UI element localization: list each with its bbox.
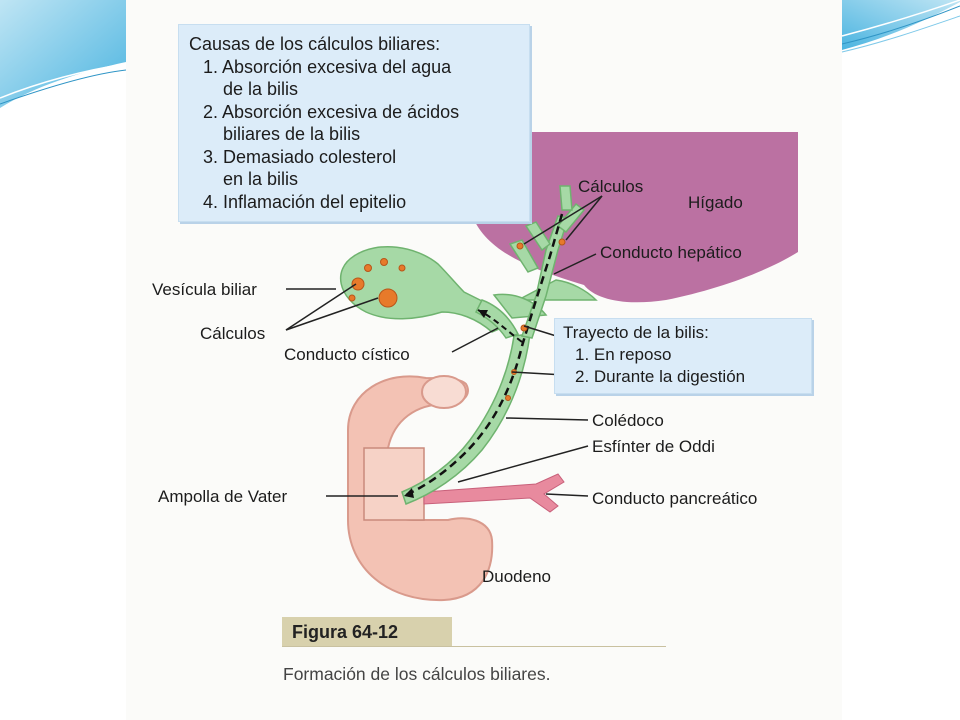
bile-path-item: 2. Durante la digestión (575, 367, 746, 386)
causes-item: 2. Absorción excesiva de ácidos (203, 101, 460, 122)
figure-number-label: Figura 64-12 (282, 617, 452, 647)
label-duodeno: Duodeno (482, 567, 552, 586)
bile-path-box: Trayecto de la bilis: 1. En reposo 2. Du… (554, 318, 812, 394)
right-swoosh-decoration (841, 0, 960, 53)
bile-duct-tree (339, 185, 598, 505)
label-calculos-vesicula: Cálculos (200, 324, 266, 343)
causes-title: Causas de los cálculos biliares: (189, 34, 441, 54)
label-vesicula-biliar: Vesícula biliar (152, 280, 257, 299)
causes-item: biliares de la bilis (223, 124, 361, 144)
bile-path-title: Trayecto de la bilis: (563, 323, 709, 342)
label-higado: Hígado (688, 193, 743, 212)
gallstones (348, 238, 566, 401)
label-conducto-cistico: Conducto cístico (284, 345, 410, 364)
label-leader-lines (285, 195, 603, 497)
figure-panel: Causas de los cálculos biliares: 1. Abso… (126, 0, 842, 720)
figure-caption: Formación de los cálculos biliares. (283, 664, 551, 684)
causes-item: en la bilis (223, 169, 299, 189)
figure-rule (282, 646, 666, 647)
causes-item: 1. Absorción excesiva del agua (203, 56, 452, 77)
causes-item: 3. Demasiado colesterol (203, 146, 397, 167)
label-conducto-pancreatico: Conducto pancreático (592, 489, 758, 508)
bile-flow-path (403, 213, 564, 498)
label-esfinter-oddi: Esfínter de Oddi (592, 437, 715, 456)
left-swoosh-decoration (0, 0, 127, 108)
label-calculos-liver: Cálculos (578, 177, 644, 196)
causes-item: de la bilis (223, 79, 299, 99)
pancreatic-duct-shape (423, 473, 565, 513)
figure-number: Figura 64-12 (292, 622, 399, 642)
causes-box: Causas de los cálculos biliares: 1. Abso… (178, 24, 530, 222)
duodenum-shape (347, 375, 494, 602)
label-conducto-hepatico: Conducto hepático (600, 243, 742, 262)
biliary-anatomy-illustration (285, 132, 798, 602)
causes-item: 4. Inflamación del epitelio (203, 191, 407, 212)
bile-path-item: 1. En reposo (575, 345, 672, 364)
label-ampolla-vater: Ampolla de Vater (158, 487, 288, 506)
label-coledoco: Colédoco (592, 411, 664, 430)
